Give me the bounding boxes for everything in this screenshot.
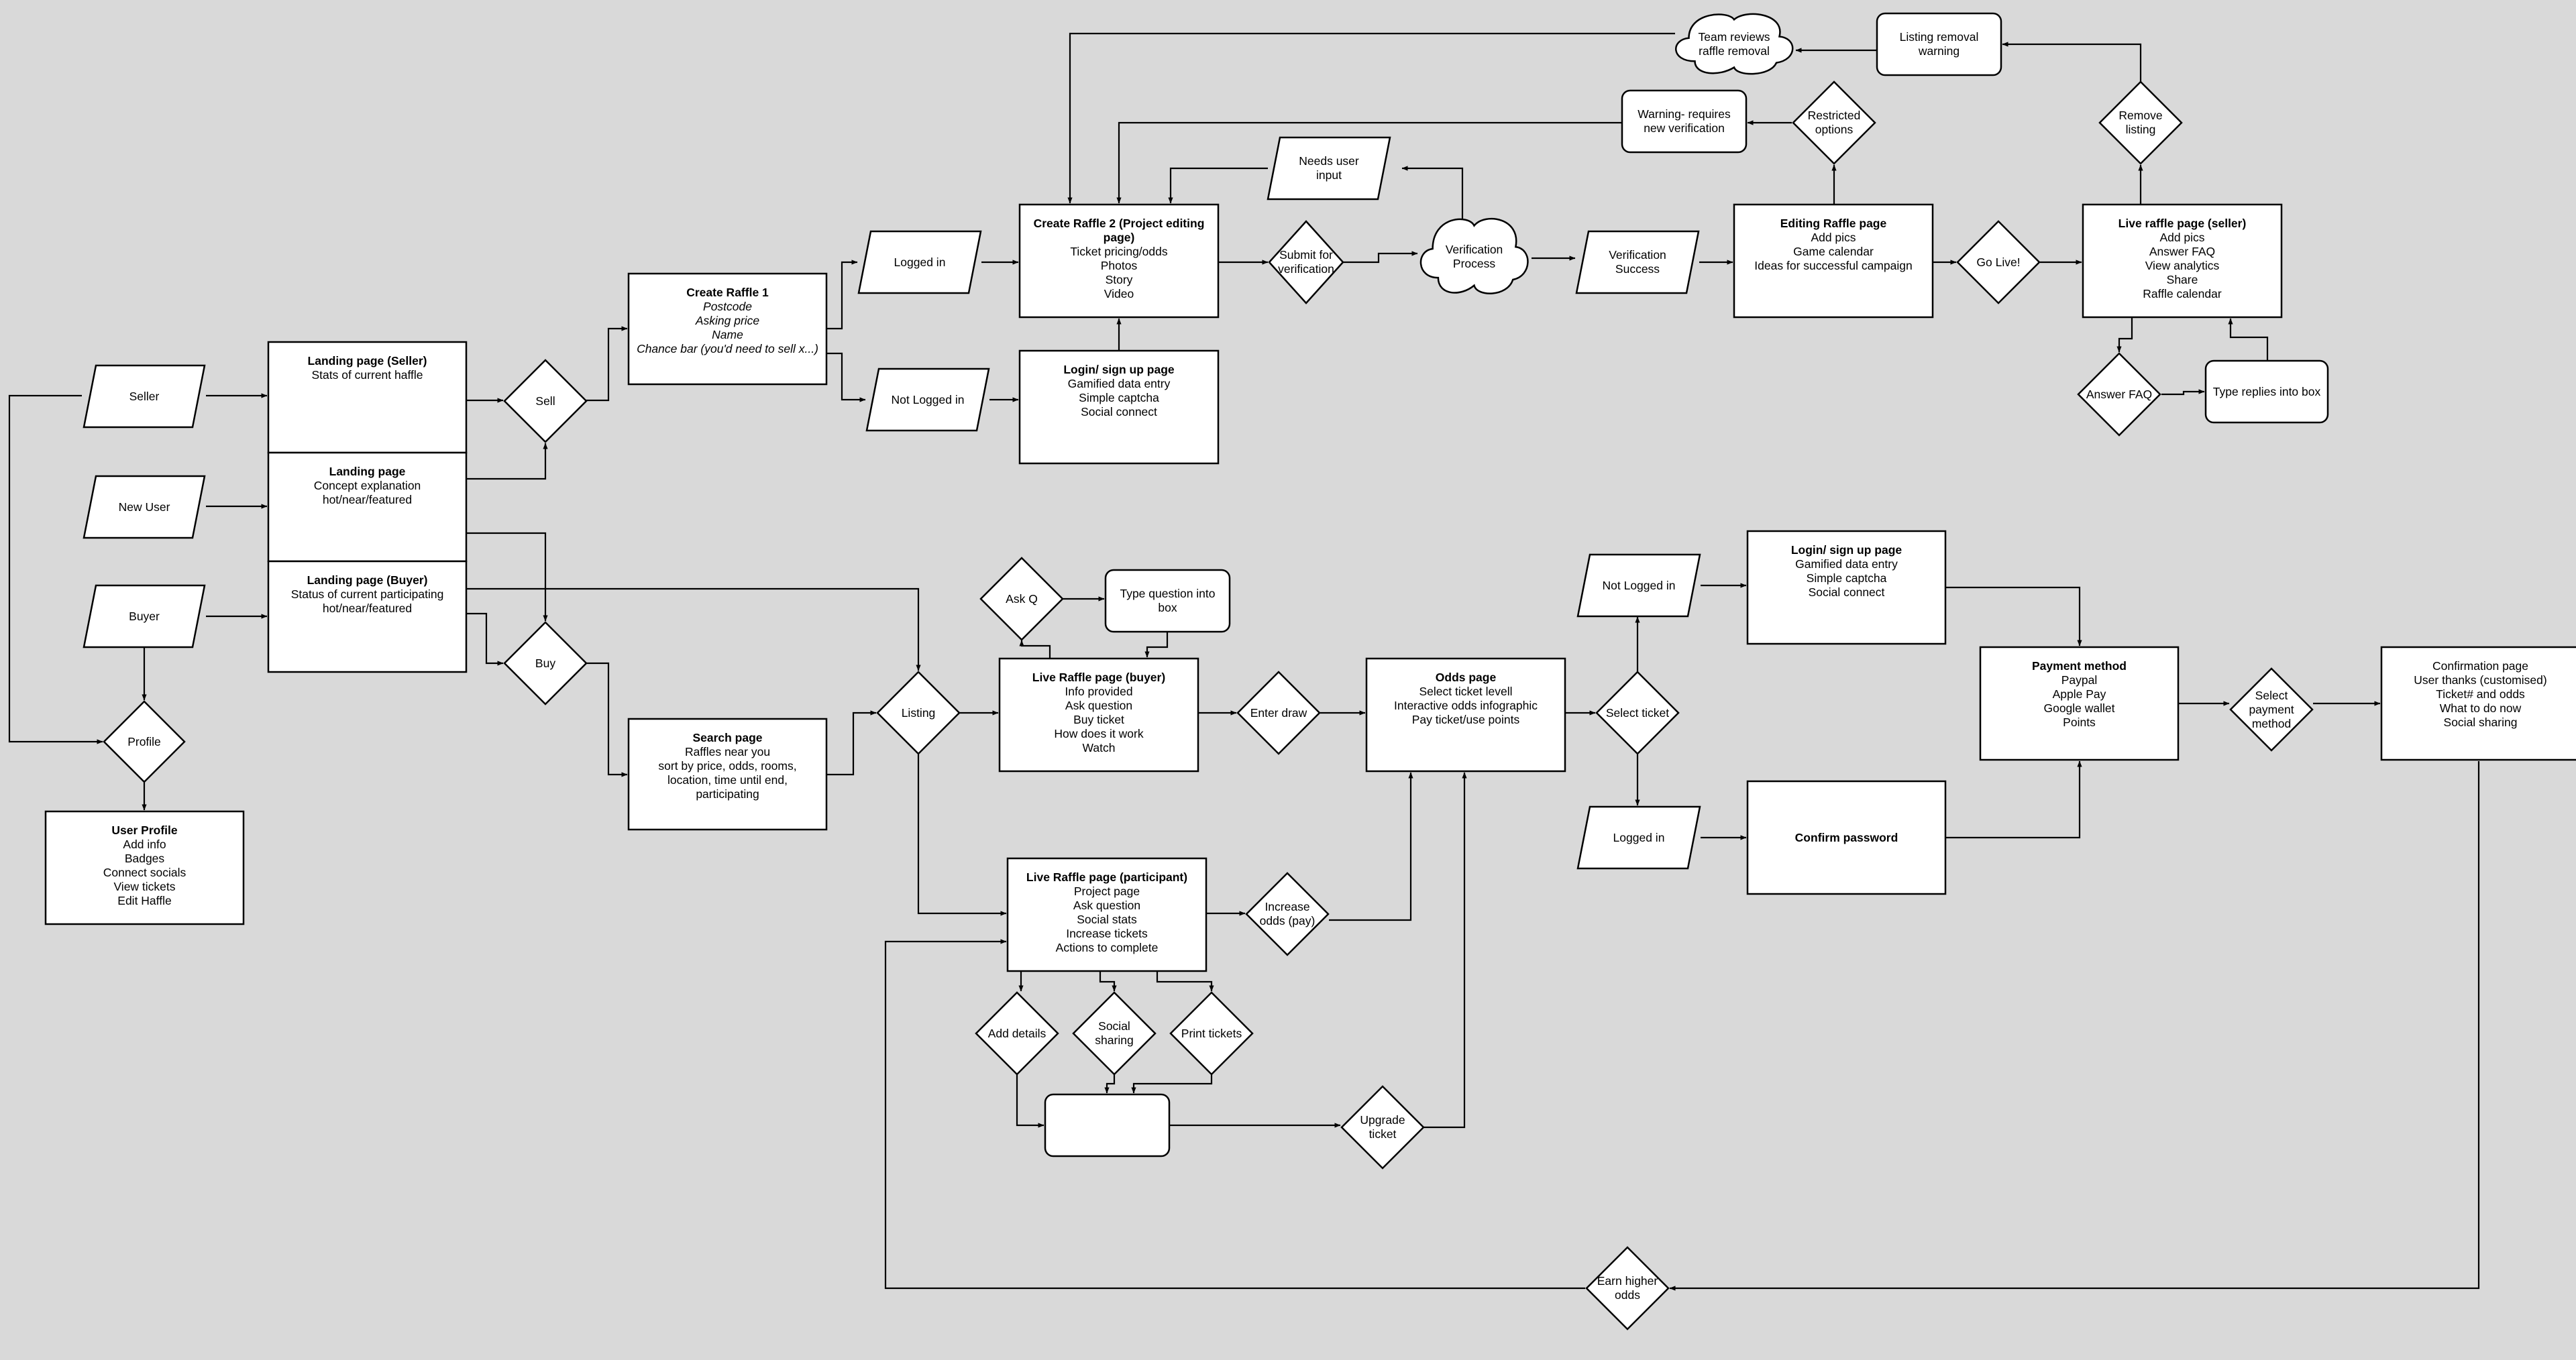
needs-user-input-shape: [1267, 136, 1391, 201]
live-raffle-buyer-shape: [998, 657, 1199, 773]
user-profile-shape: [44, 810, 245, 925]
confirmation-to-earn-odds-arrow: [1669, 761, 2480, 1291]
confirmation-shape: [2380, 646, 2576, 761]
not-logged-in-top-shape: [865, 367, 990, 432]
not-logged-in-right-shape: [1576, 553, 1701, 618]
create-raffle-2-shape: [1018, 203, 1220, 319]
create-raffle-1-shape: [627, 272, 828, 386]
live-buyer-to-ask-q-arrow: [1019, 640, 1051, 659]
create-raffle-1-to-logged-in-arrow: [826, 260, 858, 330]
buy-shape: [503, 621, 588, 705]
upgrade-to-odds-arrow: [1424, 772, 1467, 1129]
participant-to-print-arrow: [1156, 971, 1214, 992]
landing-shape: [267, 451, 468, 563]
submit-verification-shape: [1268, 220, 1344, 304]
sell-to-create-raffle-1-arrow: [586, 326, 628, 402]
answer-faq-to-type-replies-arrow: [2161, 389, 2205, 396]
listing-removal-warning-shape: [1876, 12, 2002, 76]
live-seller-to-answer-faq-arrow: [2116, 317, 2133, 353]
live-raffle-seller-shape: [2082, 203, 2283, 319]
odds-page-shape: [1365, 657, 1566, 773]
landing-seller-shape: [267, 341, 468, 454]
confirm-password-to-payment-arrow: [1945, 760, 2082, 839]
social-to-blank-arrow: [1104, 1075, 1116, 1094]
answer-faq-shape: [2077, 352, 2161, 437]
type-question-shape: [1104, 569, 1231, 633]
select-ticket-shape: [1595, 671, 1680, 755]
buyer-shape: [83, 584, 206, 648]
live-raffle-participant-shape: [1006, 857, 1208, 972]
select-payment-shape: [2229, 667, 2314, 752]
submit-to-verification-process-arrow: [1343, 251, 1418, 264]
listing-shape: [876, 671, 961, 755]
add-details-shape: [975, 991, 1059, 1076]
earn-odds-to-participant-arrow: [884, 939, 1585, 1290]
team-reviews-shape: [1675, 13, 1794, 75]
enter-draw-shape: [1236, 671, 1321, 755]
profile-shape: [103, 700, 186, 783]
logged-in-right-shape: [1576, 805, 1701, 870]
seller-to-profile-arrow: [8, 394, 103, 744]
logged-in-top-shape: [857, 230, 982, 294]
shapes: [44, 12, 2576, 1330]
type-replies-shape: [2204, 359, 2329, 424]
earn-higher-odds-shape: [1585, 1246, 1670, 1330]
upgrade-ticket-shape: [1340, 1085, 1425, 1170]
landing-buyer-to-listing-arrow: [466, 587, 921, 671]
connectors: [8, 32, 2480, 1291]
landing-to-sell-arrow: [466, 443, 548, 480]
increase-odds-to-odds-arrow: [1329, 772, 1413, 921]
login-right-shape: [1746, 530, 1947, 645]
type-question-to-live-buyer-arrow: [1144, 632, 1169, 658]
warning-to-create-raffle-2-arrow: [1116, 121, 1622, 204]
team-reviews-to-create-raffle-2-arrow: [1067, 32, 1675, 204]
add-details-to-blank-arrow: [1016, 1075, 1044, 1128]
restricted-options-shape: [1792, 80, 1876, 165]
participant-to-social-arrow: [1099, 971, 1117, 992]
ask-q-shape: [979, 557, 1064, 641]
verification-success-shape: [1575, 230, 1700, 294]
verification-process-shape: [1419, 217, 1529, 294]
landing-buyer-shape: [267, 560, 468, 673]
warning-verification-shape: [1621, 89, 1748, 154]
remove-listing-shape: [2098, 80, 2183, 165]
print-to-blank-arrow: [1131, 1075, 1213, 1094]
landing-to-buy-arrow: [466, 532, 548, 622]
seller-shape: [83, 364, 206, 429]
login-top-shape: [1018, 349, 1220, 465]
create-raffle-1-to-not-logged-in-arrow: [826, 352, 866, 402]
type-replies-to-live-seller-arrow: [2228, 318, 2269, 361]
listing-to-participant-arrow: [917, 754, 1007, 916]
remove-to-listing-warning-arrow: [2002, 42, 2142, 82]
new-user-shape: [83, 475, 206, 539]
blank-box-shape: [1044, 1093, 1171, 1157]
needs-input-to-create-raffle-2-arrow: [1168, 167, 1268, 204]
print-tickets-shape: [1169, 991, 1254, 1076]
search-to-listing-arrow: [826, 710, 877, 776]
search-page-shape: [627, 718, 828, 831]
landing-buyer-to-buy-arrow: [466, 612, 504, 666]
confirm-password-shape: [1746, 780, 1947, 895]
social-sharing-shape: [1072, 991, 1157, 1076]
editing-raffle-shape: [1733, 203, 1934, 319]
payment-method-shape: [1979, 646, 2180, 761]
verification-process-to-needs-input-arrow: [1401, 166, 1464, 221]
login-right-to-payment-arrow: [1945, 586, 2082, 646]
go-live-shape: [1956, 220, 2041, 304]
increase-odds-shape: [1245, 872, 1330, 956]
buy-to-search-arrow: [586, 662, 628, 777]
sell-shape: [503, 359, 588, 443]
